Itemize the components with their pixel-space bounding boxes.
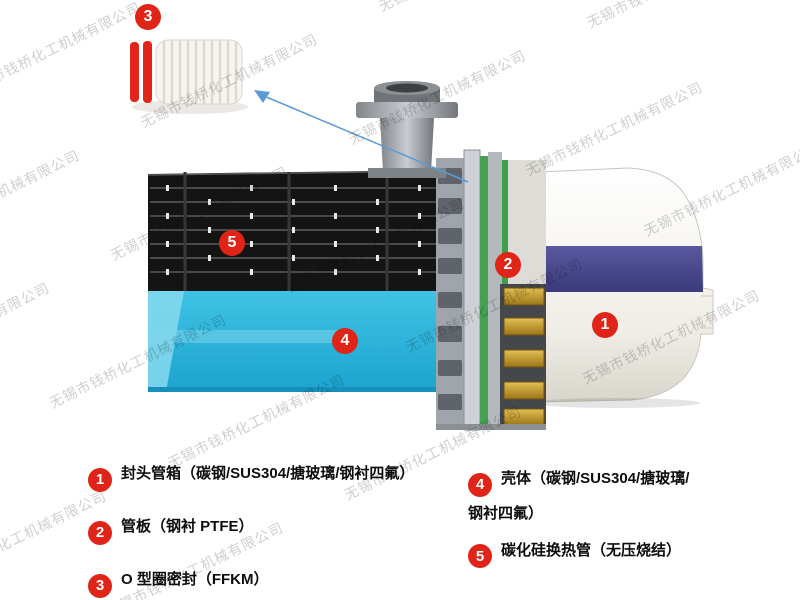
legend-item-3: 3 O 型圈密封（FFKM） [88,568,473,598]
legend-badge-5: 5 [468,544,492,568]
legend-item-5: 5 碳化硅换热管（无压烧结） [468,534,700,568]
callout-badge-4: 4 [332,328,358,354]
legend-text-1: 封头管箱（碳钢/SUS304/搪玻璃/钢衬四氟） [121,465,415,482]
heat-exchanger-diagram [130,39,714,431]
legend-badge-4: 4 [468,472,492,497]
legend-text-4: 壳体（碳钢/SUS304/搪玻璃/钢衬四氟） [468,470,690,522]
callout-badge-2: 2 [495,252,521,278]
oring-seal-detail [130,39,248,114]
oring-red-ring [143,41,152,103]
legend-item-2: 2 管板（钢衬 PTFE） [88,515,473,545]
bolt-heads-left [438,168,462,410]
legend-text-5: 碳化硅换热管（无压烧结） [501,541,682,559]
tube-end-marks [166,185,421,275]
legend-badge-1: 1 [88,468,112,492]
leader-arrow [254,90,469,183]
shell-body [148,291,443,392]
legend-text-2: 管板（钢衬 PTFE） [121,518,254,535]
legend-column-left: 1 封头管箱（碳钢/SUS304/搪玻璃/钢衬四氟） 2 管板（钢衬 PTFE） 3… [88,462,473,600]
head-purple-band [540,246,703,292]
bolts-gold [503,287,545,426]
thread-ridges [162,40,238,104]
flange-assembly [436,149,546,431]
legend-text-3: O 型圈密封（FFKM） [121,571,269,588]
oring-red-ring [130,42,139,102]
callout-badge-1: 1 [592,312,618,338]
callout-badge-3: 3 [135,4,161,30]
top-nozzle [356,81,458,178]
tube-bundle [147,170,444,293]
legend-item-1: 1 封头管箱（碳钢/SUS304/搪玻璃/钢衬四氟） [88,462,473,492]
head-casing [530,167,714,408]
legend-badge-2: 2 [88,521,112,545]
callout-badge-5: 5 [219,230,245,256]
gasket-green-strip [480,156,488,424]
legend-badge-3: 3 [88,574,112,598]
